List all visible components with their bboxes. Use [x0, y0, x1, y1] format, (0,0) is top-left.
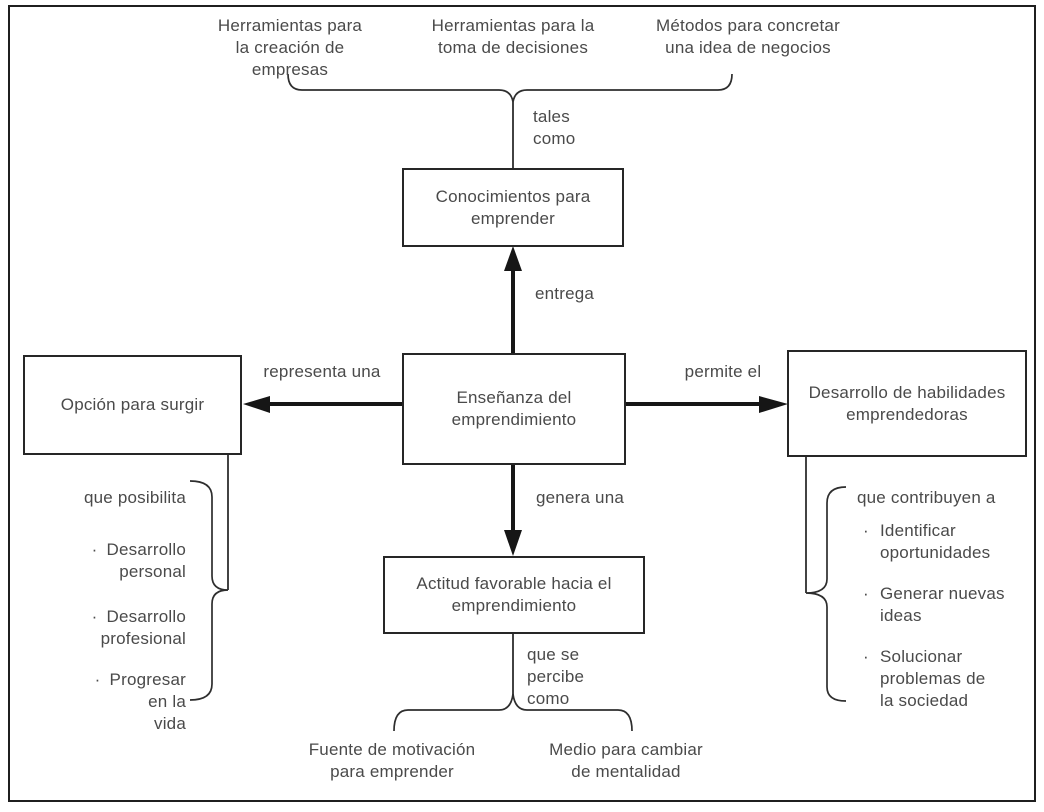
edge-label-percibe: que se percibe como [527, 645, 585, 708]
left-list-item-text: Desarrollo profesional [100, 607, 186, 648]
left-list-item-3: · Progresar en la vida [30, 647, 186, 735]
right-list-item-text: Solucionar problemas de la sociedad [880, 647, 986, 710]
left-list-item-text: Progresar en la vida [109, 670, 186, 733]
edge-label-representa: representa una [263, 362, 381, 381]
bullet-icon: · [863, 584, 869, 603]
right-list-item-text: Identificar oportunidades [880, 521, 991, 562]
right-list-item-1: · Identificar oportunidades [863, 520, 990, 564]
left-list-item-text: Desarrollo personal [106, 540, 186, 581]
diagram-border [8, 5, 1036, 802]
bullet-icon: · [94, 670, 101, 689]
node-opcion: Opción para surgir [23, 355, 242, 455]
left-list-item-2: ·Desarrollo profesional [30, 584, 186, 650]
top-source-label-1: Herramientas para la creación de empresa… [217, 16, 363, 79]
bullet-icon: · [863, 647, 869, 666]
right-list-item-2: · Generar nuevas ideas [863, 583, 1005, 627]
top-source-label-3: Métodos para concretar una idea de negoc… [656, 16, 840, 57]
bullet-icon: · [91, 607, 98, 626]
edge-label-entrega: entrega [535, 284, 595, 303]
right-list-item-3: · Solucionar problemas de la sociedad [863, 646, 985, 712]
node-conocimientos: Conocimientos para emprender [402, 168, 624, 247]
node-ensenanza: Enseñanza del emprendimiento [402, 353, 626, 465]
brace-label-tales-como: tales como [533, 107, 576, 148]
node-desarrollo: Desarrollo de habilidades emprendedoras [787, 350, 1027, 457]
right-group-heading: que contribuyen a [857, 488, 996, 507]
bullet-icon: · [863, 521, 869, 540]
edge-label-permite: permite el [684, 362, 762, 381]
right-list-item-text: Generar nuevas ideas [880, 584, 1005, 625]
bullet-icon: · [91, 540, 98, 559]
bottom-label-fuente: Fuente de motivación para emprender [308, 740, 476, 781]
top-source-label-2: Herramientas para la toma de decisiones [431, 16, 595, 57]
node-actitud: Actitud favorable hacia el emprendimient… [383, 556, 645, 634]
edge-label-genera: genera una [536, 488, 625, 507]
left-list-item-1: · Desarrollo personal [30, 517, 186, 583]
bottom-label-medio: Medio para cambiar de mentalidad [549, 740, 703, 781]
left-group-heading: que posibilita [83, 488, 186, 507]
